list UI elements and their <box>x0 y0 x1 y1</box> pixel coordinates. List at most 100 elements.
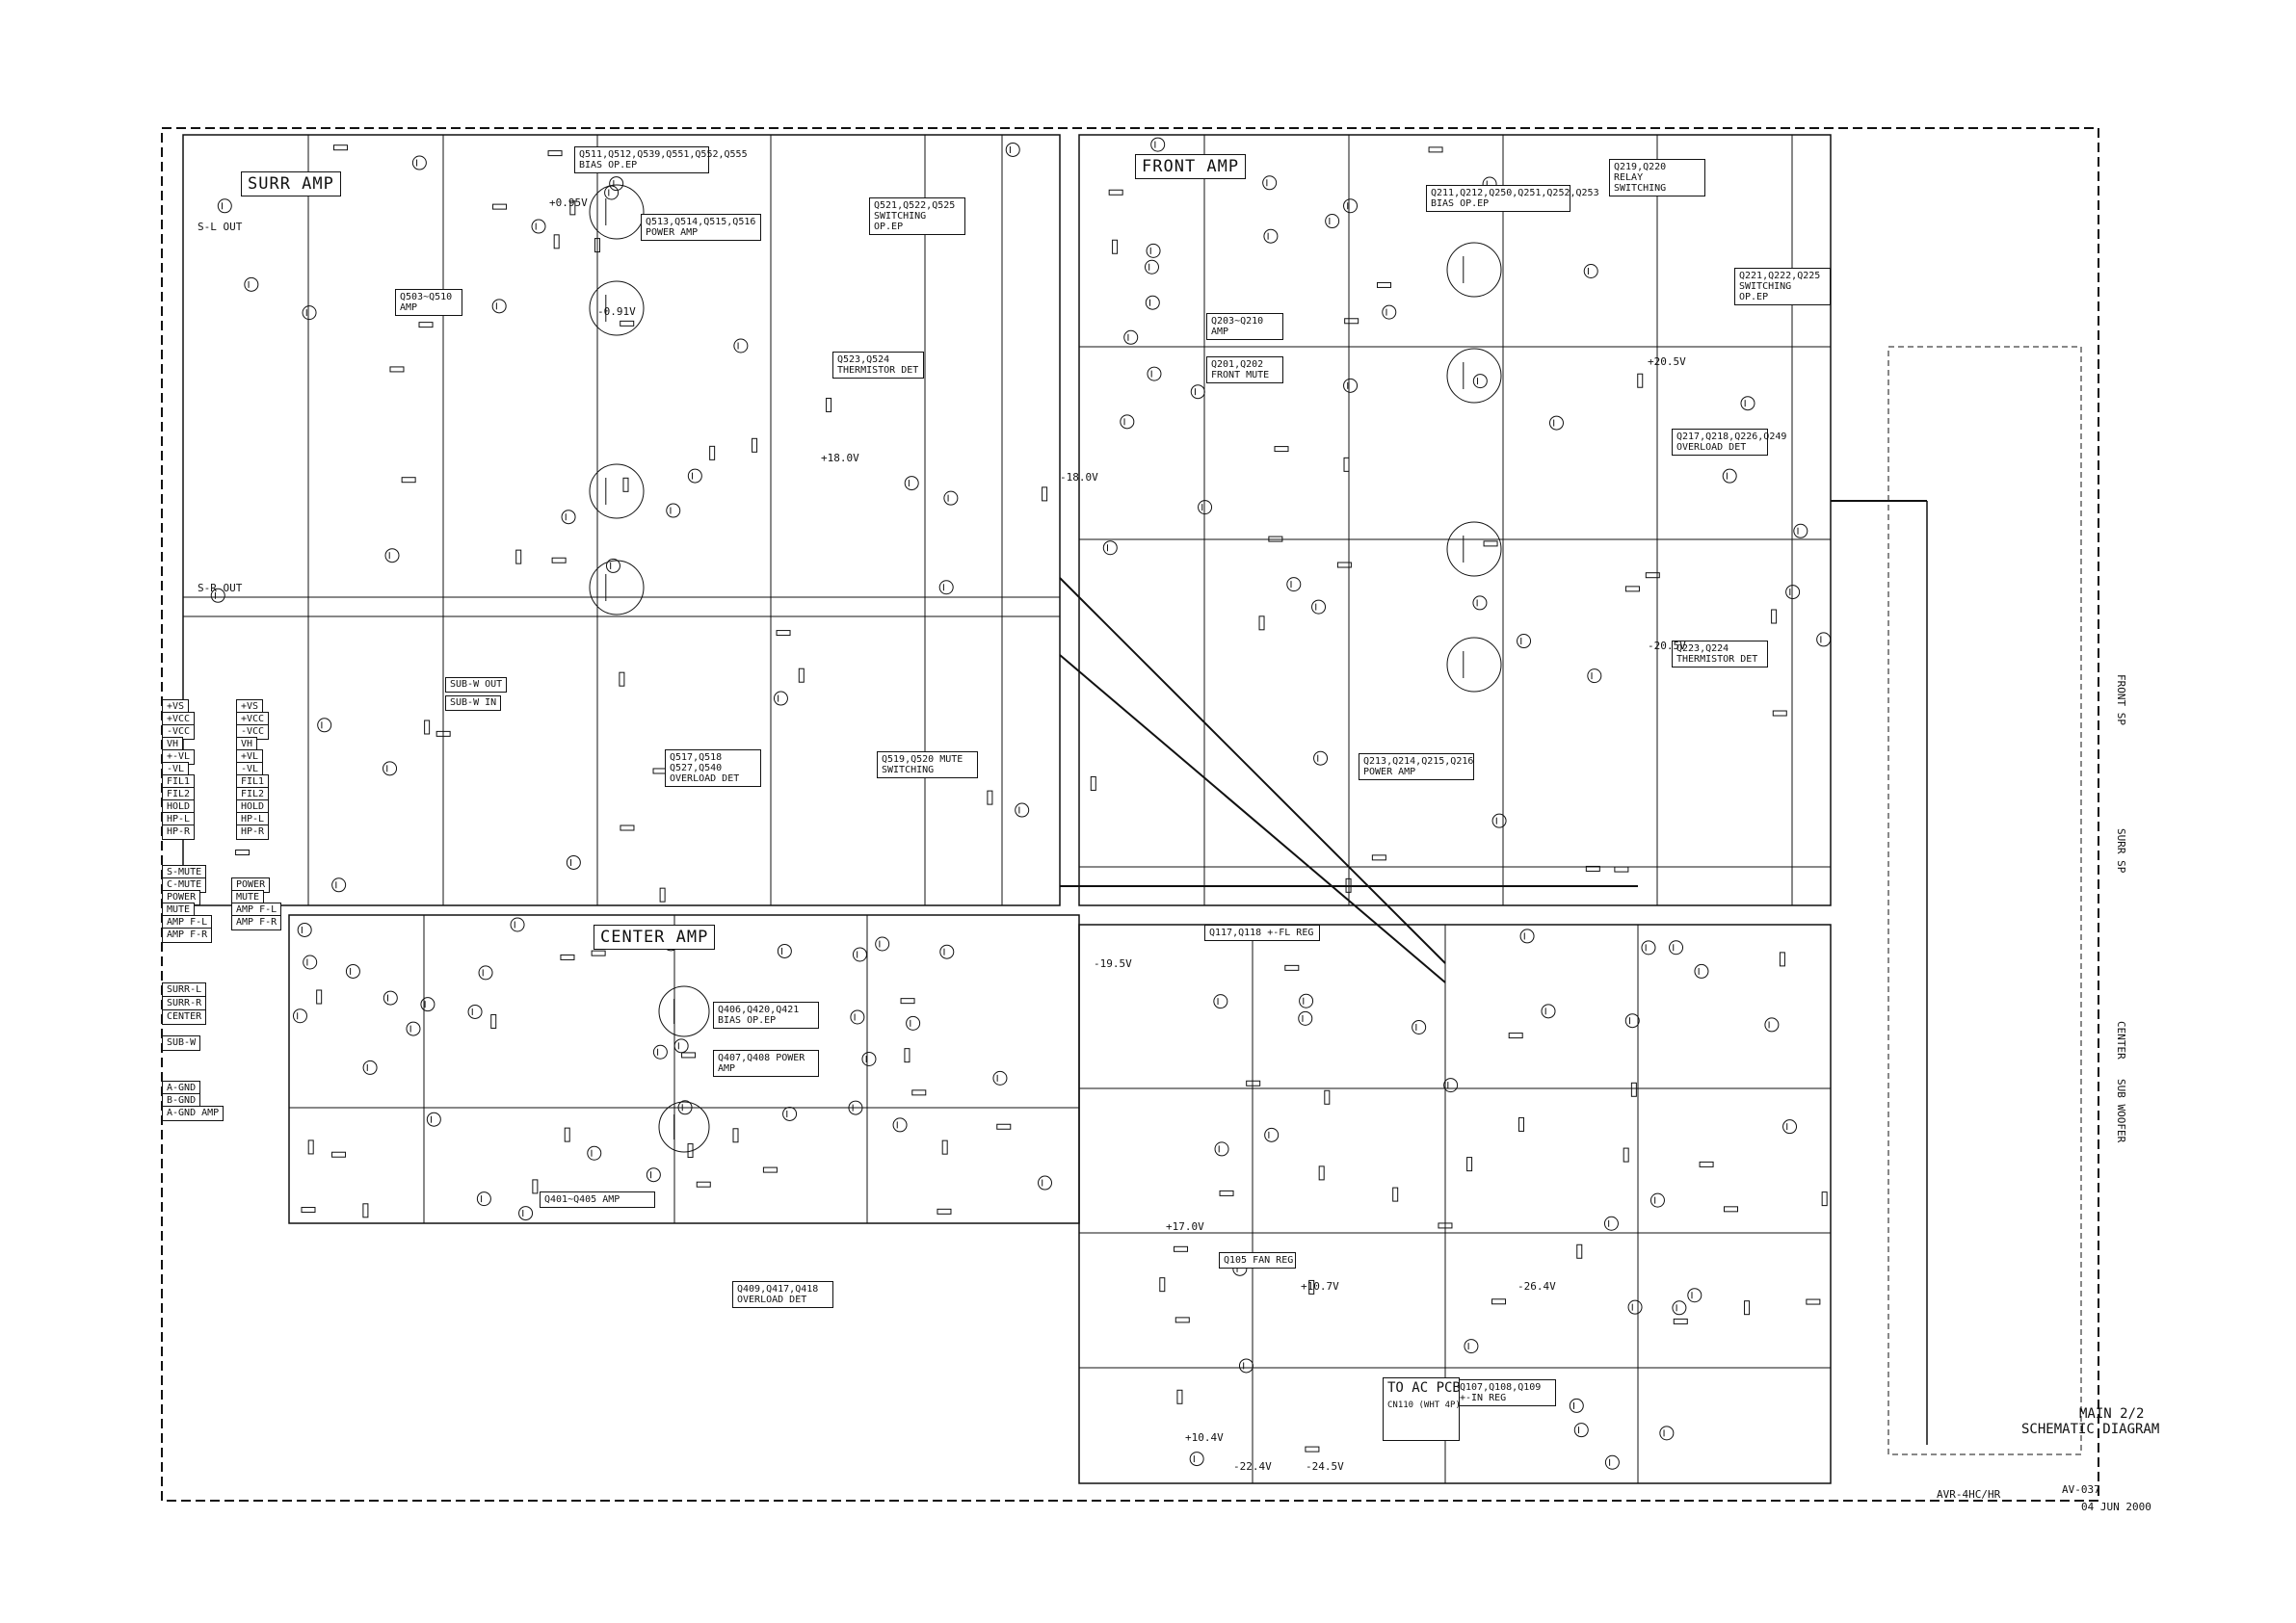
gnd-signal-1: B-GND <box>162 1093 201 1109</box>
note-front-relay: Q219,Q220 RELAY SWITCHING <box>1609 159 1705 196</box>
transistor-symbol <box>1144 259 1159 275</box>
transistor-symbol <box>217 198 232 214</box>
title-sheet: MAIN 2/2 <box>2079 1406 2145 1422</box>
note-center-overload: Q409,Q417,Q418 OVERLOAD DET <box>732 1281 833 1308</box>
transistor-symbol <box>531 219 546 234</box>
mute-signal-out-3: AMP F-R <box>231 915 282 930</box>
transistor-symbol <box>1687 1288 1702 1303</box>
note-surr-switching: Q521,Q522,Q525 SWITCHING OP.EP <box>869 197 965 235</box>
transistor-symbol <box>1446 637 1502 693</box>
transistor-symbol <box>1412 1019 1427 1034</box>
resistor-symbol <box>515 549 522 564</box>
note-front-power: Q213,Q214,Q215,Q216 POWER AMP <box>1359 753 1474 780</box>
s-l-out-label: S-L OUT <box>198 221 243 233</box>
resistor-symbol <box>1174 1245 1189 1252</box>
transistor-symbol <box>1298 1010 1313 1026</box>
transistor-symbol <box>589 280 645 336</box>
resistor-symbol <box>301 1207 316 1214</box>
resistor-symbol <box>1336 562 1352 568</box>
transistor-symbol <box>1262 175 1278 191</box>
center-amp-panel <box>288 914 1080 1224</box>
resistor-symbol <box>1219 1190 1234 1196</box>
resistor-symbol <box>418 322 434 328</box>
transistor-symbol <box>1604 1454 1620 1470</box>
power-supply-panel <box>1078 924 1832 1484</box>
resistor-symbol <box>1284 964 1300 971</box>
resistor-symbol <box>1637 373 1644 388</box>
resistor-symbol <box>492 203 508 210</box>
resistor-symbol <box>1483 540 1498 547</box>
resistor-symbol <box>1508 1033 1523 1039</box>
transistor-symbol <box>1569 1398 1584 1413</box>
transistor-symbol <box>1722 468 1737 484</box>
note-reg-fan: Q105 FAN REG <box>1219 1252 1296 1269</box>
note-surr-mute-switching: Q519,Q520 MUTE SWITCHING <box>877 751 978 778</box>
resistor-symbol <box>622 477 629 492</box>
transistor-symbol <box>383 761 398 776</box>
transistor-symbol <box>1764 1017 1780 1033</box>
note-front-thermistor: Q223,Q224 THERMISTOR DET <box>1672 641 1768 668</box>
transistor-symbol <box>1491 813 1507 828</box>
resistor-symbol <box>1176 1389 1183 1404</box>
resistor-symbol <box>1042 486 1048 502</box>
resistor-symbol <box>1344 318 1359 325</box>
transistor-symbol <box>1299 993 1314 1008</box>
transistor-symbol <box>1446 242 1502 298</box>
transistor-symbol <box>244 276 259 292</box>
mute-signal-5: AMP F-R <box>162 928 213 943</box>
voltage-label-10: +10.7V <box>1301 1280 1339 1293</box>
transistor-symbol <box>943 490 959 506</box>
transistor-symbol <box>345 963 360 979</box>
note-front-mute: Q201,Q202 FRONT MUTE <box>1206 356 1283 383</box>
resistor-symbol <box>553 234 560 249</box>
section-surr-amp: SURR AMP <box>241 171 341 196</box>
note-surr-bias: Q511,Q512,Q539,Q551,Q552,Q555 BIAS OP.EP <box>574 146 748 173</box>
voltage-label-12: -26.4V <box>1517 1280 1556 1293</box>
front-amp-panel <box>1078 134 1832 906</box>
transistor-symbol <box>331 877 347 893</box>
section-center-amp: CENTER AMP <box>594 925 716 950</box>
transistor-symbol <box>1038 1175 1053 1191</box>
transistor-symbol <box>733 338 749 353</box>
output-terminal-0: FRONT SP <box>2115 674 2127 725</box>
transistor-symbol <box>1213 994 1228 1009</box>
transistor-symbol <box>1548 415 1564 431</box>
resistor-symbol <box>659 887 666 903</box>
transistor-symbol <box>604 185 620 200</box>
output-terminal-1: SURR SP <box>2115 828 2127 874</box>
resistor-symbol <box>696 1181 711 1188</box>
document-number: AV-037 <box>2062 1483 2100 1496</box>
transistor-symbol <box>1669 940 1684 955</box>
transistor-symbol <box>1238 1358 1254 1374</box>
transistor-symbol <box>476 1191 491 1207</box>
transistor-symbol <box>1624 1013 1640 1029</box>
transistor-symbol <box>297 922 312 937</box>
resistor-symbol <box>996 1123 1012 1130</box>
transistor-symbol <box>1583 263 1598 278</box>
note-center-amp-small: Q401~Q405 AMP <box>540 1191 655 1208</box>
resistor-symbol <box>709 445 716 460</box>
transistor-symbol <box>1325 214 1340 229</box>
note-surr-overload: Q517,Q518 Q527,Q540 OVERLOAD DET <box>665 749 761 787</box>
resistor-symbol <box>1108 189 1123 196</box>
resistor-symbol <box>547 150 563 157</box>
output-terminal-3: SUB WOOFER <box>2115 1079 2127 1143</box>
transistor-symbol <box>1519 929 1535 944</box>
resistor-symbol <box>1159 1277 1166 1293</box>
transistor-symbol <box>1659 1426 1675 1441</box>
transistor-symbol <box>362 1060 378 1075</box>
sub-signal-0: SUB-W <box>162 1035 201 1051</box>
resistor-symbol <box>681 1052 697 1059</box>
transistor-symbol <box>906 1015 921 1031</box>
resistor-symbol <box>1779 952 1785 967</box>
resistor-symbol <box>1258 615 1265 631</box>
resistor-symbol <box>362 1203 369 1218</box>
resistor-symbol <box>1699 1161 1714 1167</box>
transistor-symbol <box>850 1009 865 1025</box>
resistor-symbol <box>1246 1080 1261 1086</box>
voltage-label-6: +10.4V <box>1185 1431 1224 1444</box>
resistor-symbol <box>591 950 606 956</box>
wire <box>1059 577 1446 964</box>
resistor-symbol <box>1630 1082 1637 1097</box>
transistor-symbol <box>605 558 620 573</box>
